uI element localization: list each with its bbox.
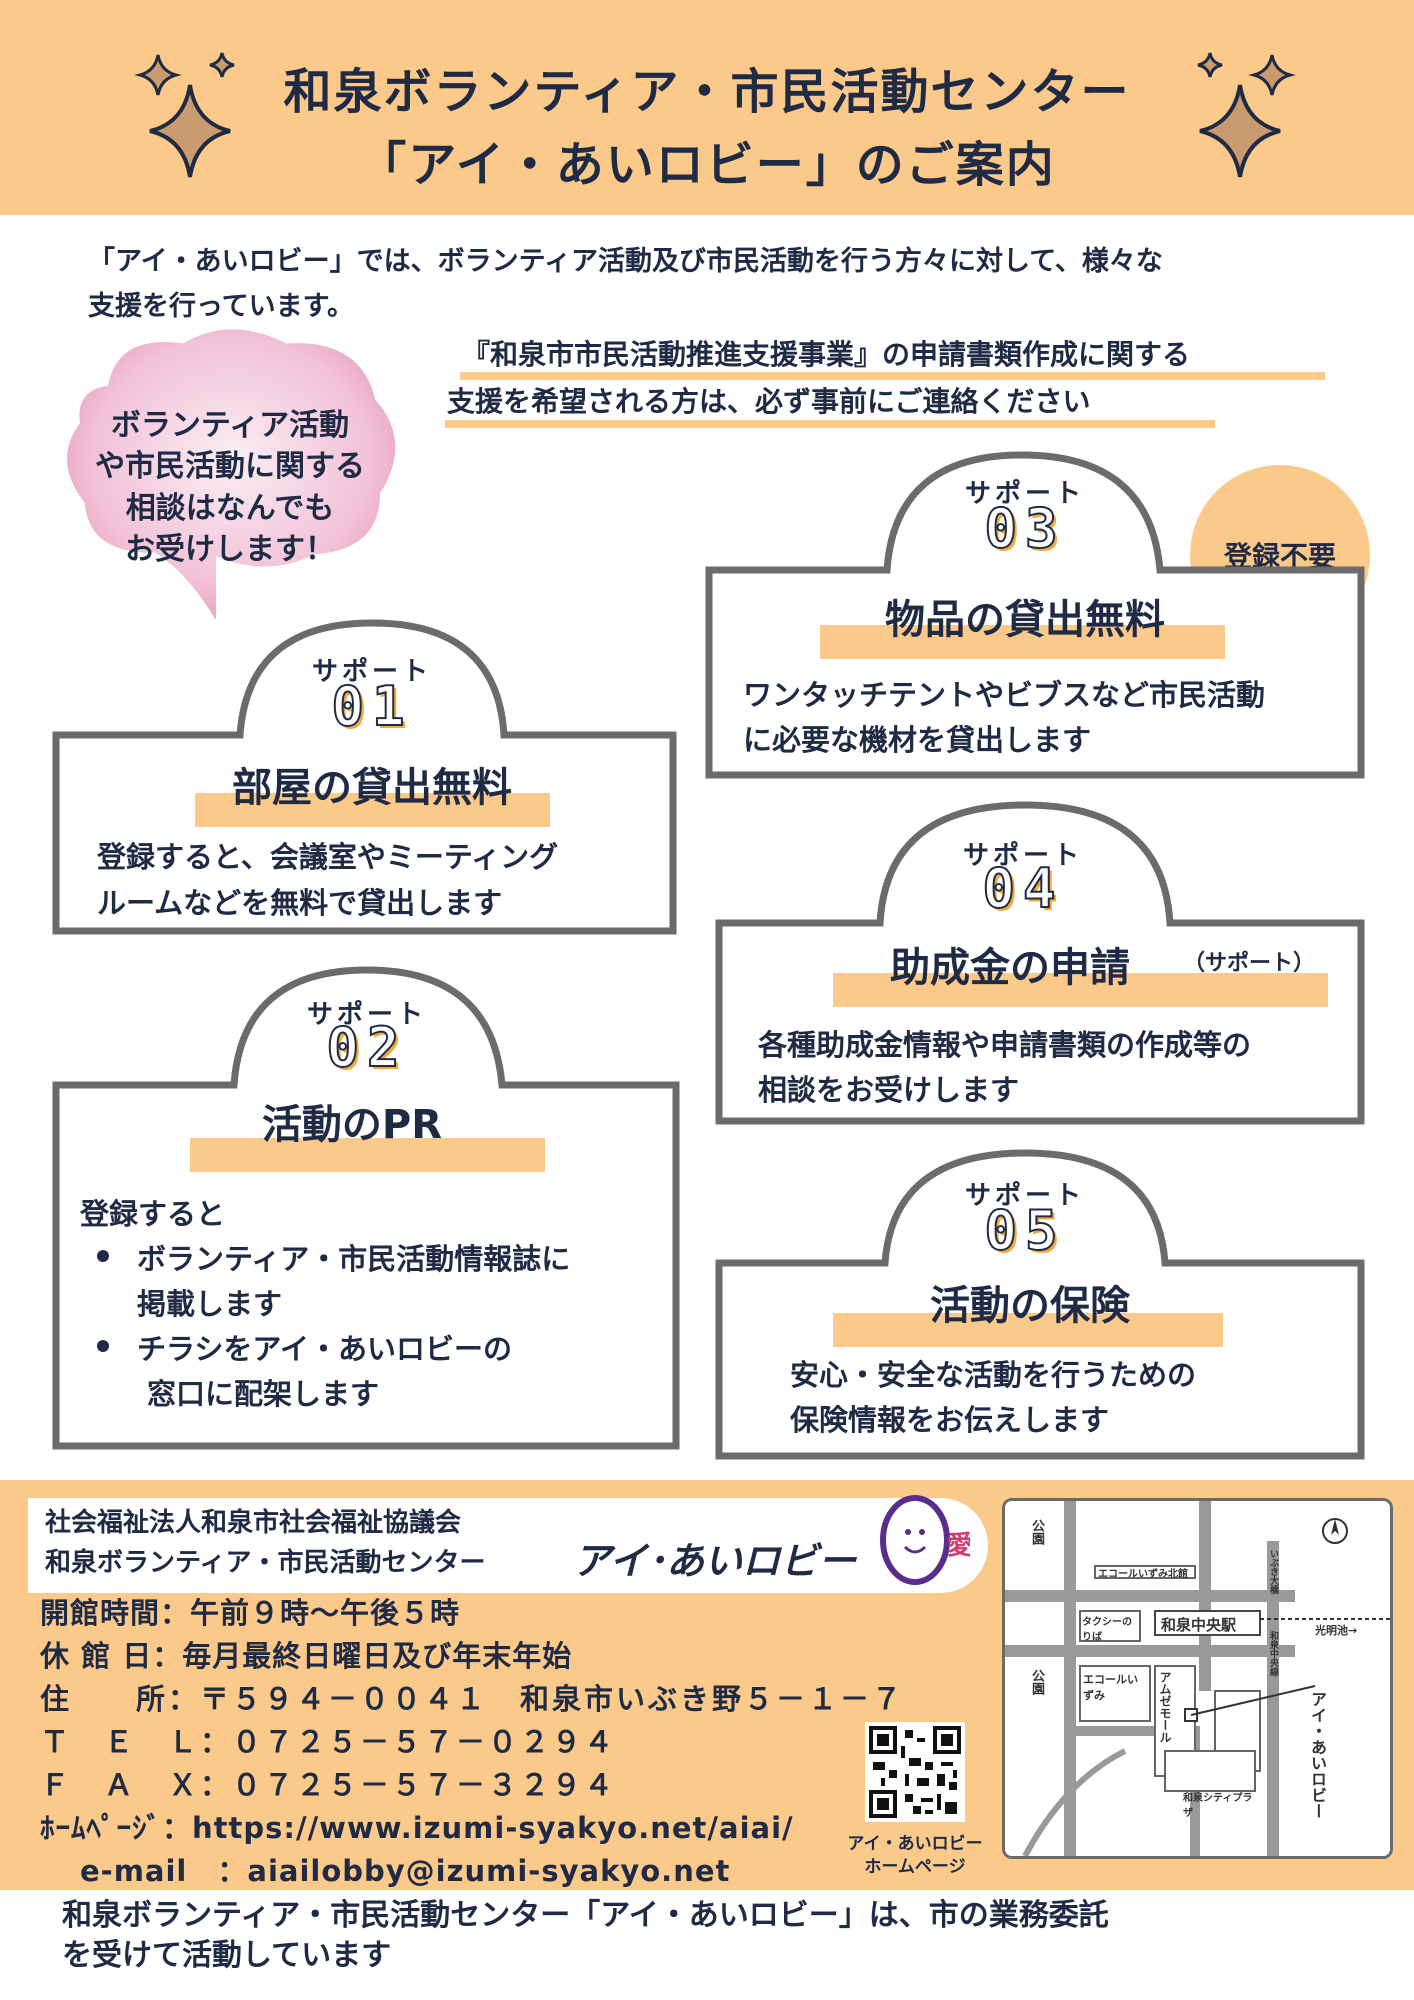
support-desc-intro: 登録すると — [80, 1197, 226, 1231]
map-city-plaza: 和泉シティプラザ — [1183, 1793, 1253, 1819]
qr-caption-line1: アイ・あいロビー — [847, 1834, 983, 1854]
support-desc-line2: 保険情報をお伝えします — [790, 1403, 1110, 1437]
bullet1-line2: 掲載します — [137, 1287, 283, 1321]
support-desc-line1: ワンタッチテントやビブスなど市民活動 — [743, 678, 1266, 712]
map-amuse: アムゼモール — [1158, 1671, 1172, 1743]
notice-highlight-2 — [445, 420, 1215, 428]
bullet2-line1: チラシをアイ・あいロビーの — [137, 1332, 512, 1366]
qr-code-icon[interactable] — [865, 1722, 965, 1822]
map-roads — [1005, 1501, 1390, 1856]
card-frame — [52, 966, 680, 1450]
support-desc-line2: に必要な機材を貸出します — [743, 723, 1092, 757]
support-label: サポート — [962, 841, 1083, 871]
header-banner — [0, 0, 1414, 215]
title-highlight — [833, 973, 1328, 1007]
org-center: 和泉ボランティア・市民活動センター — [45, 1548, 486, 1578]
bubble-line4: お受けします！ — [125, 532, 335, 568]
support-card-03: サポート 03 物品の貸出無料 ワンタッチテントやビブスなど市民活動 に必要な機… — [705, 445, 1365, 780]
qr-caption-line2: ホームページ — [864, 1856, 966, 1877]
support-card-02: サポート 02 活動のPR 登録すると ボランティア・市民活動情報誌に 掲載しま… — [52, 960, 680, 1450]
info-homepage[interactable]: ﾎｰﾑﾍﾟｰｼﾞ：https://www.izumi-syakyo.net/ai… — [40, 1811, 794, 1845]
bubble-text: ボランティア活動 や市民活動に関する 相談はなんでも お受けします！ — [60, 405, 400, 571]
bullet-dot-icon — [97, 1340, 109, 1352]
support-title-suffix: （サポート） — [1183, 951, 1316, 976]
card-frame — [705, 451, 1365, 779]
map-taxi: タクシーのりば — [1082, 1617, 1132, 1643]
support-title: 活動のPR — [261, 1102, 443, 1148]
support-number: 05 — [983, 1198, 1066, 1263]
map-ecole: エコールいずみ — [1083, 1673, 1138, 1702]
info-hours: 開館時間：午前９時～午後５時 — [40, 1596, 461, 1630]
sparkle-right-icon — [1197, 52, 1296, 178]
sparkle-left-icon — [134, 52, 235, 178]
support-desc-line1: 登録すると、会議室やミーティング — [97, 840, 559, 874]
support-number: 04 — [981, 856, 1064, 921]
card-frame — [715, 801, 1365, 1125]
page-title-line1: 和泉ボランティア・市民活動センター — [283, 64, 1131, 120]
info-email[interactable]: e-mail ：aiailobby@izumi-syakyo.net — [80, 1854, 731, 1888]
support-desc-line1: 各種助成金情報や申請書類の作成等の — [758, 1028, 1252, 1062]
notice-line1: 『和泉市市民活動推進支援事業』の申請書類作成に関する — [462, 338, 1191, 371]
notice-highlight-1 — [460, 372, 1325, 380]
bottom-line2: を受けて活動しています — [62, 1937, 392, 1973]
bubble-line2: や市民活動に関する — [95, 449, 365, 485]
map-park-label: 公園 — [1029, 1519, 1044, 1545]
map-ecole-north: エコールいずみ北館 — [1098, 1569, 1188, 1580]
title-highlight — [820, 625, 1225, 659]
access-map: 公園 公園 エコールいずみ北館 タクシーのりば 和泉中央駅 光明池→ エコールい… — [1002, 1498, 1393, 1859]
support-label: サポート — [964, 479, 1085, 509]
bullet1-line1: ボランティア・市民活動情報誌に — [137, 1242, 571, 1276]
org-name: アイ･あいロビー — [573, 1539, 857, 1583]
support-number: 03 — [983, 496, 1066, 561]
bubble-line1: ボランティア活動 — [110, 408, 350, 443]
qr-caption: アイ・あいロビー ホームページ — [820, 1833, 1010, 1879]
intro-line2: 支援を行っています。 — [88, 291, 354, 322]
bullet-dot-icon — [97, 1250, 109, 1262]
support-title: 助成金の申請 — [890, 945, 1130, 991]
support-desc-line2: ルームなどを無料で貸出します — [97, 886, 503, 920]
info-tel: Ｔ Ｅ Ｌ：０７２５－５７－０２９４ — [40, 1725, 617, 1759]
aiai-logo-icon: 愛 — [880, 1495, 970, 1585]
support-desc-line1: 安心・安全な活動を行うための — [790, 1358, 1197, 1392]
info-address: 住 所：〒５９４－００４１ 和泉市いぶき野５－１－７ — [40, 1682, 905, 1716]
support-label: サポート — [311, 657, 432, 687]
support-label: サポート — [964, 1181, 1085, 1211]
page-title-line2: 「アイ・あいロビー」のご案内 — [358, 137, 1056, 193]
map-park-label: 公園 — [1029, 1669, 1044, 1695]
title-highlight — [195, 793, 550, 827]
org-parent: 社会福祉法人和泉市社会福祉協議会 — [45, 1508, 462, 1538]
title-highlight — [833, 1313, 1223, 1347]
organization-banner — [28, 1498, 988, 1593]
info-fax: Ｆ Ａ Ｘ：０７２５－５７－３２９４ — [40, 1768, 617, 1802]
card-frame — [52, 619, 677, 935]
map-road1: いぶき大橋 — [1268, 1549, 1278, 1594]
support-number: 02 — [325, 1015, 408, 1080]
bottom-line1: 和泉ボランティア・市民活動センター「アイ・あいロビー」は、市の業務委託 — [62, 1898, 1109, 1933]
intro-line1: 「アイ・あいロビー」では、ボランティア活動及び市民活動を行う方々に対して、様々な — [88, 246, 1163, 277]
bubble-line3: 相談はなんでも — [125, 490, 335, 526]
support-card-05: サポート 05 活動の保険 安心・安全な活動を行うための 保険情報をお伝えします — [715, 1145, 1365, 1460]
map-komyoike: 光明池→ — [1315, 1624, 1358, 1637]
map-road2: 和泉中央線 — [1268, 1631, 1278, 1676]
support-label: サポート — [306, 1000, 427, 1030]
card-frame — [715, 1149, 1365, 1460]
info-closed: 休 館 日：毎月最終日曜日及び年末年始 — [40, 1639, 573, 1673]
support-title: 物品の貸出無料 — [885, 597, 1165, 643]
notice-line2: 支援を希望される方は、必ず事前にご連絡ください — [447, 385, 1091, 418]
logo-heart-char: 愛 — [947, 1531, 970, 1561]
support-title: 活動の保険 — [930, 1283, 1130, 1329]
support-title: 部屋の貸出無料 — [232, 765, 512, 811]
title-highlight — [190, 1138, 545, 1172]
speech-bubble — [67, 329, 396, 620]
support-desc-line2: 相談をお受けします — [758, 1073, 1020, 1107]
support-card-04: サポート 04 助成金の申請 （サポート） 各種助成金情報や申請書類の作成等の … — [715, 795, 1365, 1125]
bullet2-line2: 窓口に配架します — [147, 1377, 380, 1411]
support-number: 01 — [330, 674, 413, 739]
map-aiai-label: アイ・あいロビー — [1308, 1691, 1327, 1819]
map-station: 和泉中央駅 — [1161, 1616, 1237, 1634]
bottom-note: 和泉ボランティア・市民活動センター「アイ・あいロビー」は、市の業務委託 を受けて… — [62, 1896, 1382, 1975]
support-card-01: サポート 01 部屋の貸出無料 登録すると、会議室やミーティング ルームなどを無… — [52, 615, 677, 935]
